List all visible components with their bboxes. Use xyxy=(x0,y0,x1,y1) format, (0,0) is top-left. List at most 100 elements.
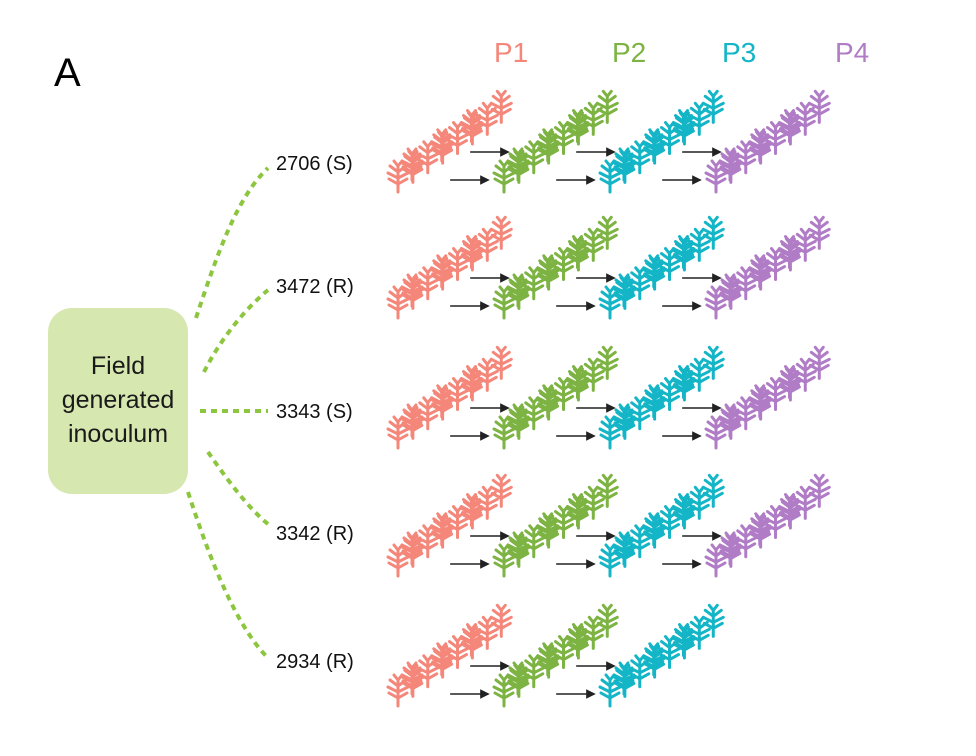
plant-icon xyxy=(734,396,758,431)
plant-icon xyxy=(807,89,831,124)
plant-icon xyxy=(552,121,576,156)
plant-icon xyxy=(793,485,817,520)
plant-icon xyxy=(595,89,619,124)
plant-icon xyxy=(704,285,728,320)
plant-icon xyxy=(507,275,531,310)
plant-icon xyxy=(778,111,802,146)
plant-icon xyxy=(658,247,682,282)
plant-icon xyxy=(537,130,561,165)
plant-rows xyxy=(386,89,831,708)
plant-icon xyxy=(719,533,743,568)
plant-icon xyxy=(401,533,425,568)
plant-icon xyxy=(460,495,484,530)
plant-icon xyxy=(507,533,531,568)
plant-icon xyxy=(460,237,484,272)
plant-icon xyxy=(658,377,682,412)
row-label: 3472 (R) xyxy=(276,276,354,298)
plant-icon xyxy=(749,130,773,165)
plant-icon xyxy=(704,159,728,194)
plant-icon xyxy=(581,357,605,392)
plant-icon xyxy=(701,345,725,380)
plant-icon xyxy=(446,247,470,282)
plant-icon xyxy=(701,473,725,508)
plant-icon xyxy=(643,644,667,679)
plant-icon xyxy=(537,256,561,291)
plant-icon xyxy=(719,405,743,440)
genotype-labels: 2706 (S) 3472 (R) 3343 (S) 3342 (R) 2934… xyxy=(276,153,354,673)
plant-icon xyxy=(704,415,728,450)
plant-icon xyxy=(489,603,513,638)
plant-icon xyxy=(522,396,546,431)
plant-icon xyxy=(613,275,637,310)
plant-icon xyxy=(552,505,576,540)
plant-icon xyxy=(446,635,470,670)
plant-icon xyxy=(460,625,484,660)
passage-label-p3: P3 xyxy=(722,37,756,68)
plant-icon xyxy=(431,514,455,549)
connector-row-4 xyxy=(206,450,270,526)
plant-icon xyxy=(416,524,440,559)
connector-row-5 xyxy=(186,491,270,660)
plant-icon xyxy=(489,473,513,508)
plant-icon xyxy=(446,121,470,156)
plant-icon xyxy=(793,227,817,262)
plant-icon xyxy=(807,215,831,250)
plant-icon xyxy=(672,111,696,146)
plant-icon xyxy=(778,495,802,530)
plant-icon xyxy=(793,357,817,392)
plant-icon xyxy=(416,140,440,175)
connector-row-1 xyxy=(194,166,270,319)
plant-icon xyxy=(416,396,440,431)
plant-icon xyxy=(522,140,546,175)
plant-icon xyxy=(475,615,499,650)
plant-icon xyxy=(613,663,637,698)
plant-icon xyxy=(446,377,470,412)
plant-icon xyxy=(475,357,499,392)
connector-row-2 xyxy=(202,288,270,373)
panel-label: A xyxy=(54,51,81,95)
plant-icon xyxy=(598,415,622,450)
plant-icon xyxy=(701,603,725,638)
plant-icon xyxy=(687,227,711,262)
plant-icon xyxy=(749,386,773,421)
plant-icon xyxy=(566,367,590,402)
plant-icon xyxy=(475,227,499,262)
plant-icon xyxy=(507,663,531,698)
plant-icon xyxy=(595,603,619,638)
plant-icon xyxy=(386,285,410,320)
plant-icon xyxy=(672,495,696,530)
plant-icon xyxy=(628,396,652,431)
plant-icon xyxy=(778,237,802,272)
plant-icon xyxy=(643,256,667,291)
plant-icon xyxy=(552,247,576,282)
connectors xyxy=(186,166,270,660)
plant-icon xyxy=(581,227,605,262)
row-label: 3343 (S) xyxy=(276,401,353,423)
plant-icon xyxy=(704,543,728,578)
plant-icon xyxy=(598,673,622,708)
plant-icon xyxy=(581,485,605,520)
plant-icon xyxy=(687,357,711,392)
row-label: 2706 (S) xyxy=(276,153,353,175)
plant-icon xyxy=(566,625,590,660)
plant-icon xyxy=(522,266,546,301)
plant-icon xyxy=(734,140,758,175)
plant-icon xyxy=(719,149,743,184)
plant-icon xyxy=(566,495,590,530)
plant-icon xyxy=(386,159,410,194)
plant-icon xyxy=(489,215,513,250)
plant-icon xyxy=(687,101,711,136)
plant-icon xyxy=(492,285,516,320)
plant-icon xyxy=(701,89,725,124)
plant-icon xyxy=(701,215,725,250)
plant-icon xyxy=(672,367,696,402)
plant-icon xyxy=(475,485,499,520)
plant-icon xyxy=(581,101,605,136)
plant-icon xyxy=(595,345,619,380)
plant-icon xyxy=(537,386,561,421)
plant-icon xyxy=(581,615,605,650)
plant-icon xyxy=(807,473,831,508)
plant-icon xyxy=(460,111,484,146)
plant-icon xyxy=(628,266,652,301)
